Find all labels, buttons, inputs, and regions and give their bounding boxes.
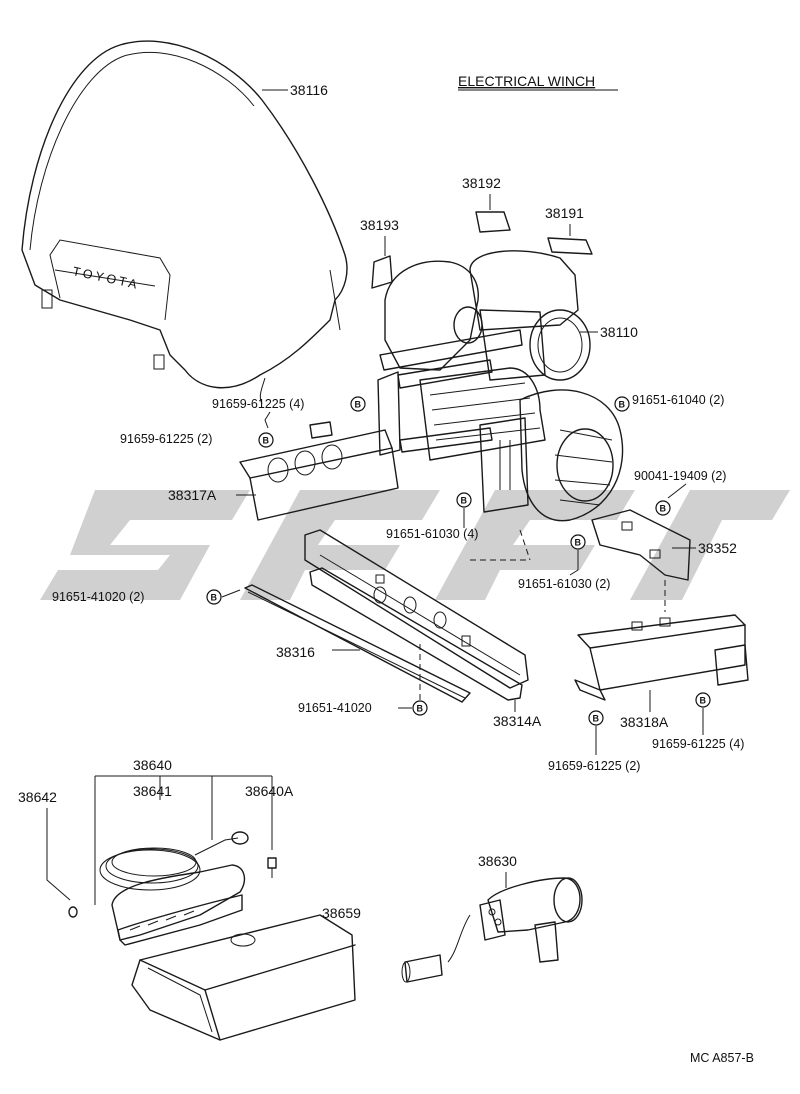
svg-text:B: B [417,704,424,714]
label-38191: 38191 [545,205,584,221]
remote-control [68,831,277,946]
svg-text:B: B [593,714,600,724]
cover-brand-text: TOYOTA [71,264,141,292]
label-38314A: 38314A [493,713,542,729]
case-38659 [131,914,356,1041]
svg-text:B: B [619,400,626,410]
fastener-f5: 91651-61030 (4) [386,527,478,541]
decal-38193 [371,255,393,289]
bolt-mark-f7: B [206,589,222,605]
svg-text:B: B [660,504,667,514]
label-38193: 38193 [360,217,399,233]
bolt-mark-f8: B [412,700,428,716]
bolt-mark-f1: B [350,396,366,412]
bolt-mark-f10: B [588,710,604,726]
bolt-mark-f4: B [655,500,671,516]
bolt-mark-f5: B [456,492,472,508]
label-38640A: 38640A [245,783,294,799]
bolt-mark-f9: B [695,692,711,708]
label-38110: 38110 [600,324,638,340]
fastener-f4: 90041-19409 (2) [634,469,726,483]
label-38316: 38316 [276,644,315,660]
bolt-mark-f2: B [258,432,274,448]
label-38642: 38642 [18,789,57,805]
label-38192: 38192 [462,175,501,191]
label-38630: 38630 [478,853,517,869]
frame-38314A [304,529,529,701]
bracket-38317A [239,421,399,521]
label-38640: 38640 [133,757,172,773]
bolt-mark-f3: B [614,396,630,412]
fastener-f9: 91659-61225 (4) [652,737,744,751]
fastener-f2: 91659-61225 (2) [120,432,212,446]
fastener-f8: 91651-41020 [298,701,372,715]
label-plate-38191 [547,237,593,255]
bar-38316 [244,584,471,703]
svg-text:B: B [211,593,218,603]
svg-text:B: B [355,400,362,410]
plate-38352 [591,509,691,581]
diagram-code: MC A857-B [690,1051,754,1065]
watermark-logo [40,490,790,600]
bolt-mark-f6: B [570,534,586,550]
svg-text:B: B [461,496,468,506]
label-38352: 38352 [698,540,737,556]
svg-text:B: B [700,696,707,706]
label-38317A: 38317A [168,487,217,503]
label-38318A: 38318A [620,714,669,730]
fastener-f7: 91651-41020 (2) [52,590,144,604]
fastener-f6: 91651-61030 (2) [518,577,610,591]
fastener-f3: 91651-61040 (2) [632,393,724,407]
label-38641: 38641 [133,783,172,799]
label-38659: 38659 [322,905,361,921]
diagram-title: ELECTRICAL WINCH [458,73,595,89]
svg-text:B: B [263,436,270,446]
solenoid-38630 [401,877,583,983]
winch-assembly [377,250,624,522]
bracket-38318A [574,614,749,701]
label-plate-38192 [475,211,511,233]
fastener-f10: 91659-61225 (2) [548,759,640,773]
label-38116: 38116 [290,82,328,98]
fastener-f1: 91659-61225 (4) [212,397,304,411]
svg-text:B: B [575,538,582,548]
